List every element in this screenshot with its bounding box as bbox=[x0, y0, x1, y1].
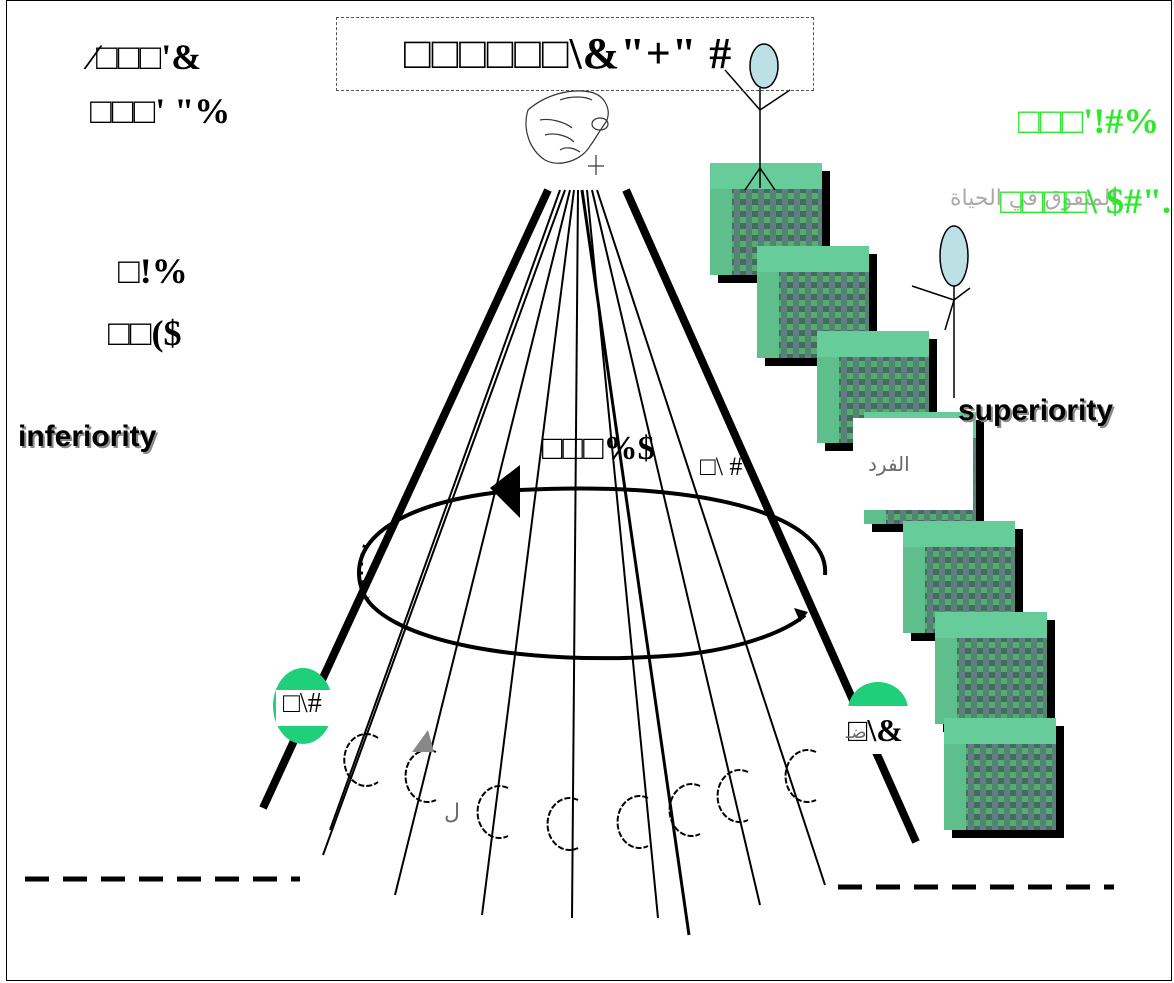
pendulum-ball-icon-right bbox=[846, 682, 928, 754]
right-green-ghost: المتفوق في الحياة bbox=[950, 186, 1117, 211]
right-green-label-2: □□□□\ $#"." bbox=[1000, 181, 1174, 221]
stair-label-box bbox=[853, 418, 973, 510]
diagram-frame bbox=[6, 0, 1172, 981]
pendulum-strings bbox=[322, 189, 826, 936]
right-ball-label: □\& bbox=[848, 712, 903, 748]
left-mid-label-2: □□($ bbox=[108, 313, 182, 353]
right-green-label-1: □□□'!#% bbox=[1018, 101, 1160, 141]
inferiority-label: inferiority bbox=[18, 420, 157, 453]
cycle-label: □□□%$ bbox=[542, 430, 655, 467]
cycle-arrowhead-right bbox=[794, 608, 808, 622]
diagram-title: □□□□□□\&"+" # bbox=[404, 29, 733, 78]
stair-ghost-text: الفرد bbox=[868, 452, 910, 476]
left-ball-label: □\# bbox=[283, 688, 322, 719]
superiority-label: superiority bbox=[958, 394, 1114, 427]
left-top-label-1: ⁄□□□'& bbox=[90, 37, 202, 77]
title-box bbox=[336, 17, 814, 91]
left-mid-label-1: □!% bbox=[118, 251, 188, 291]
left-ball-ghost: ل bbox=[444, 800, 460, 825]
right-ball-ghost: ضـ bbox=[846, 722, 867, 743]
hand-icon bbox=[525, 90, 609, 175]
ghost-mark bbox=[412, 730, 434, 752]
left-top-label-2: □□□' "% bbox=[90, 91, 231, 131]
stick-figure-icon-2 bbox=[911, 225, 971, 398]
cycle-arrowhead-left bbox=[490, 465, 520, 518]
pendulum-ball-icon-left bbox=[273, 668, 334, 744]
cycle-arrow-icon bbox=[356, 486, 828, 661]
cycle-small-label: □\ # bbox=[700, 452, 743, 481]
